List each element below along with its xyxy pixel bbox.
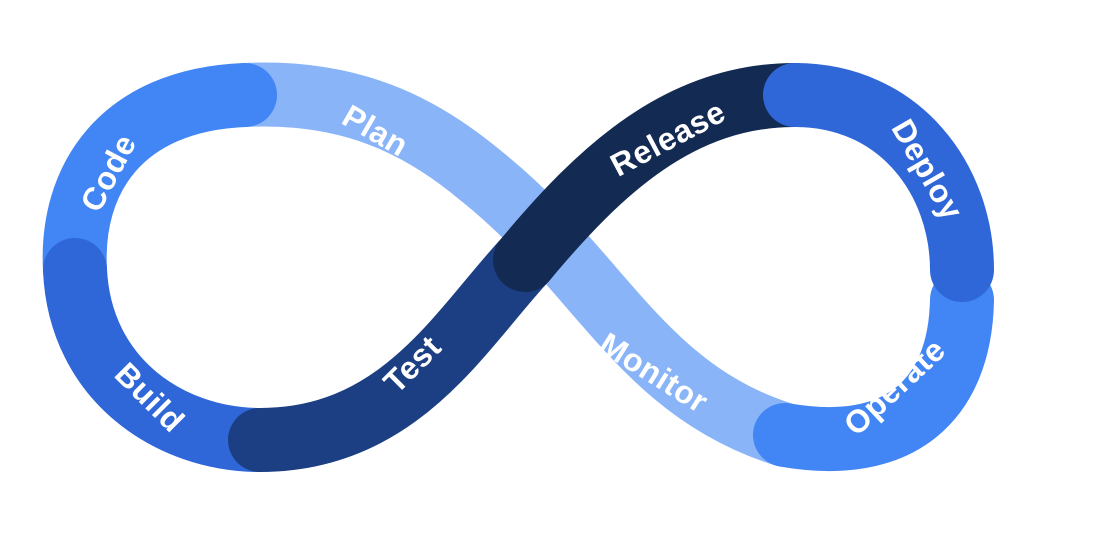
test-segment — [228, 228, 557, 472]
plan-segment — [213, 62, 512, 207]
deploy-segment — [763, 63, 994, 302]
release-segment — [493, 63, 827, 292]
build-segment — [43, 238, 292, 472]
code-segment — [42, 63, 277, 302]
operate-segment — [753, 268, 994, 471]
